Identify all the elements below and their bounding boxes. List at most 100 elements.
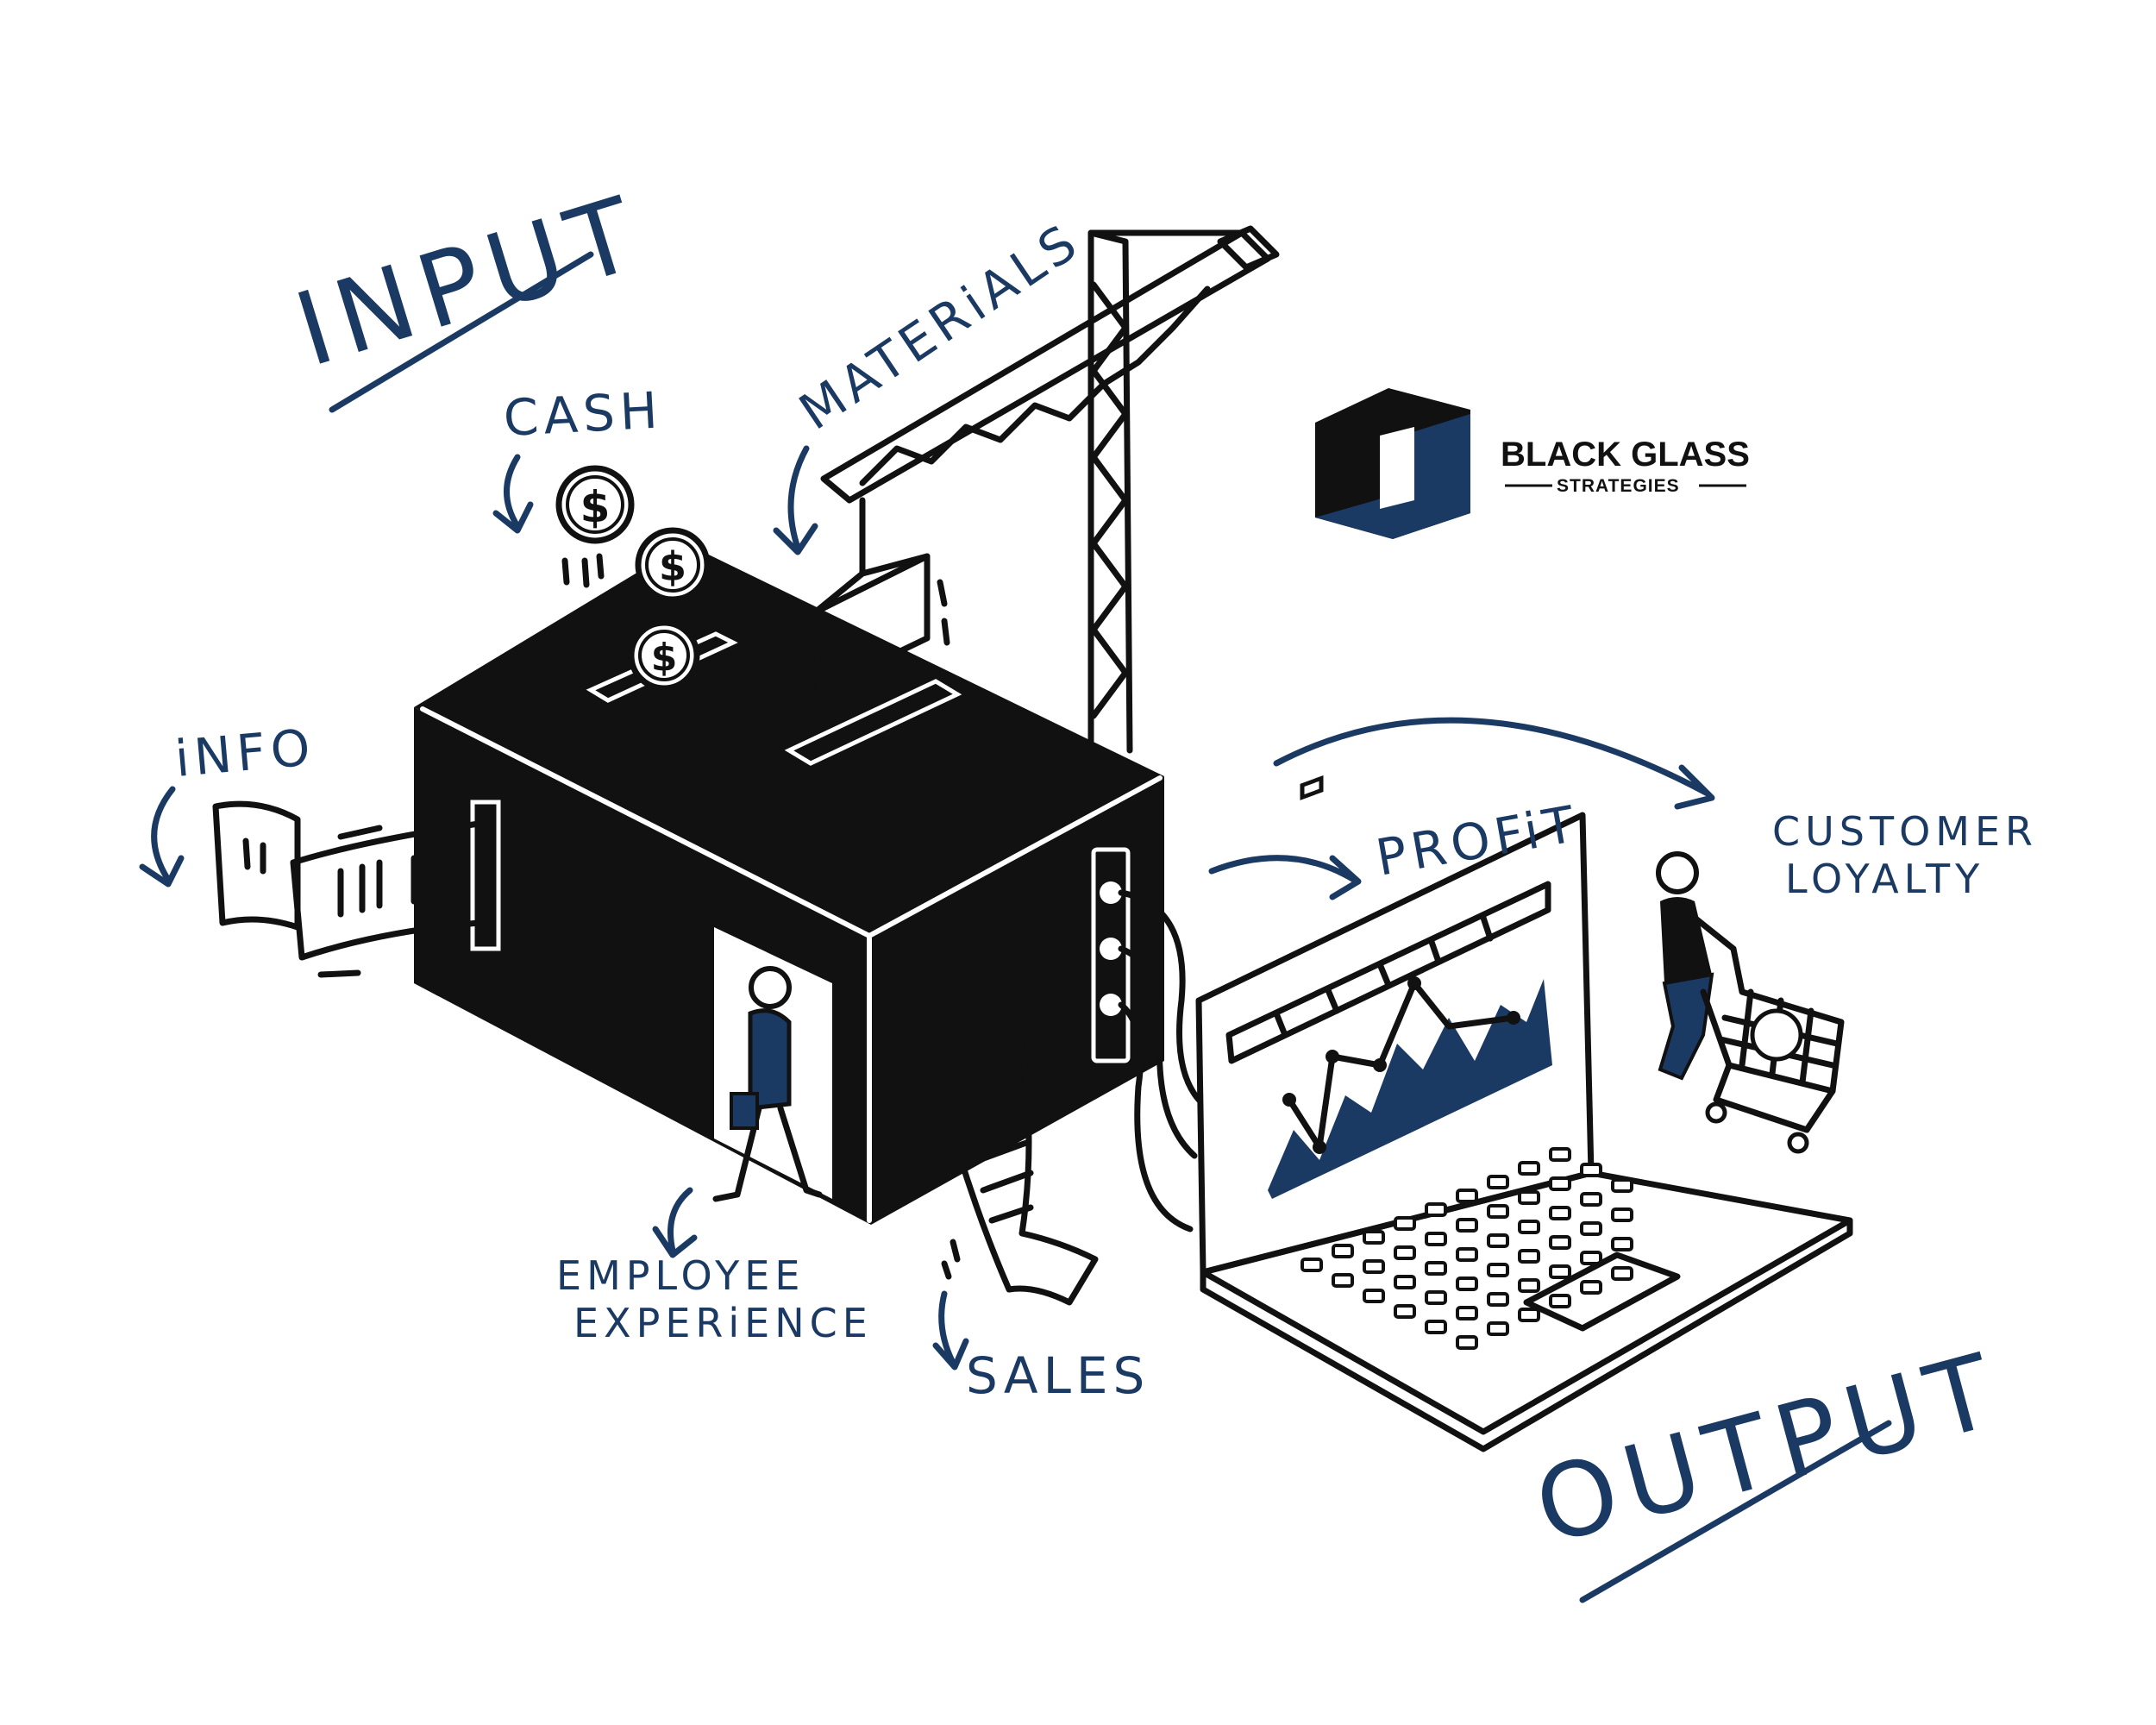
laptop-key <box>1549 1235 1571 1250</box>
box-top <box>414 543 1164 936</box>
output-underline <box>1579 1420 1892 1603</box>
laptop-key <box>1394 1216 1416 1231</box>
employee-body <box>748 1008 792 1111</box>
info-paper-curl <box>212 800 301 931</box>
black-glass-logo: BLACK GLASS STRATEGIES <box>1315 388 1750 539</box>
chart-point-6 <box>1507 1011 1520 1025</box>
crane <box>812 225 1280 754</box>
customer-arrow <box>1273 717 1715 810</box>
keyboard-keys <box>1300 1147 1633 1350</box>
coin-3-symbol: $ <box>651 636 678 680</box>
laptop-key <box>1425 1261 1447 1276</box>
coin-1-symbol: $ <box>580 482 611 532</box>
laptop-key <box>1549 1294 1571 1308</box>
shopping-cart <box>1700 945 1845 1095</box>
customer-legs <box>1658 972 1714 1081</box>
socket-3 <box>1100 994 1122 1016</box>
cash-coins: $ $ $ <box>555 465 711 692</box>
laptop-key <box>1425 1232 1447 1246</box>
logo-subtitle: STRATEGIES <box>1557 476 1680 496</box>
crate-motion-lines <box>937 579 950 646</box>
input-underline <box>329 251 594 413</box>
laptop-key <box>1611 1266 1633 1281</box>
cash-arrow <box>492 454 534 534</box>
laptop-key <box>1363 1230 1385 1245</box>
customer-arm <box>1687 911 1737 952</box>
laptop-key <box>1456 1247 1478 1262</box>
laptop <box>1195 775 1853 1452</box>
laptop-key <box>1611 1237 1633 1251</box>
coin-2-symbol: $ <box>659 543 686 590</box>
laptop-key <box>1300 1258 1323 1272</box>
laptop-key <box>1425 1202 1447 1217</box>
receipt-lines <box>954 1044 1034 1224</box>
info-paper-text <box>242 837 448 918</box>
laptop-key <box>1549 1264 1571 1279</box>
cable-3 <box>1118 1001 1194 1233</box>
coin-2: $ <box>635 527 711 603</box>
customer-body <box>1660 897 1712 983</box>
profit-chart-area <box>1268 979 1552 1199</box>
employee-arrow <box>652 1187 698 1258</box>
chart-point-3 <box>1326 1050 1339 1063</box>
laptop-key <box>1332 1273 1354 1288</box>
laptop-key <box>1456 1189 1478 1203</box>
arrows <box>139 445 1715 1371</box>
logo-cube-face <box>1315 414 1470 539</box>
info-paper-sheet <box>290 820 482 961</box>
cable-1 <box>1118 889 1202 1103</box>
profit-arrow <box>1208 855 1362 900</box>
cart-item <box>1750 1008 1803 1062</box>
laptop-base-edge <box>1200 1217 1853 1452</box>
employee-legs <box>712 1105 823 1202</box>
laptop-key <box>1549 1206 1571 1220</box>
laptop-key <box>1580 1221 1602 1236</box>
materials-arrow <box>773 445 818 555</box>
cart-wheel-2 <box>1787 1132 1809 1154</box>
laptop-key <box>1518 1308 1540 1322</box>
laptop-key <box>1580 1192 1602 1207</box>
laptop-key <box>1611 1178 1633 1193</box>
laptop-key <box>1487 1263 1509 1277</box>
laptop-key <box>1580 1280 1602 1295</box>
materials-slot <box>784 679 962 766</box>
logo-title: BLACK GLASS <box>1501 436 1750 474</box>
laptop-key <box>1549 1176 1571 1191</box>
keyboard <box>1300 775 1324 800</box>
laptop-key <box>1487 1204 1509 1219</box>
cart-wheel-1 <box>1705 1101 1727 1124</box>
laptop-key <box>1518 1190 1540 1205</box>
laptop-key <box>1425 1320 1447 1334</box>
coin-motion-lines <box>561 553 646 624</box>
laptop-key <box>1332 1244 1354 1258</box>
screen-header-bar <box>1225 881 1551 1064</box>
crane-tower <box>1087 229 1133 754</box>
laptop-key <box>1518 1161 1540 1176</box>
laptop-key <box>1518 1249 1540 1264</box>
chart-point-2 <box>1313 1140 1326 1154</box>
customer-loyalty-label-line1: CUSTOMER <box>1772 808 2038 855</box>
customer-head <box>1656 851 1699 894</box>
laptop-key <box>1518 1278 1540 1293</box>
laptop-key <box>1487 1321 1509 1336</box>
laptop-key <box>1363 1259 1385 1274</box>
info-arrow <box>139 786 185 888</box>
customer-figure <box>1656 851 1845 1154</box>
laptop-key <box>1425 1290 1447 1305</box>
materials-crate <box>812 553 931 693</box>
employee-head <box>749 966 792 1009</box>
trackpad <box>1523 1251 1681 1332</box>
laptop-key <box>1487 1292 1509 1307</box>
laptop-key <box>1394 1275 1416 1289</box>
coin-1: $ <box>555 465 635 544</box>
cash-label: CASH <box>502 380 664 448</box>
info-paper <box>212 800 482 978</box>
power-cables <box>1118 889 1202 1233</box>
sales-receipt <box>902 997 1099 1306</box>
briefcase-icon <box>730 1092 759 1130</box>
business-box <box>414 543 1164 1225</box>
chart-point-5 <box>1407 976 1421 990</box>
laptop-key <box>1611 1208 1633 1222</box>
laptop-key <box>1456 1335 1478 1350</box>
sales-label: SALES <box>966 1346 1150 1405</box>
